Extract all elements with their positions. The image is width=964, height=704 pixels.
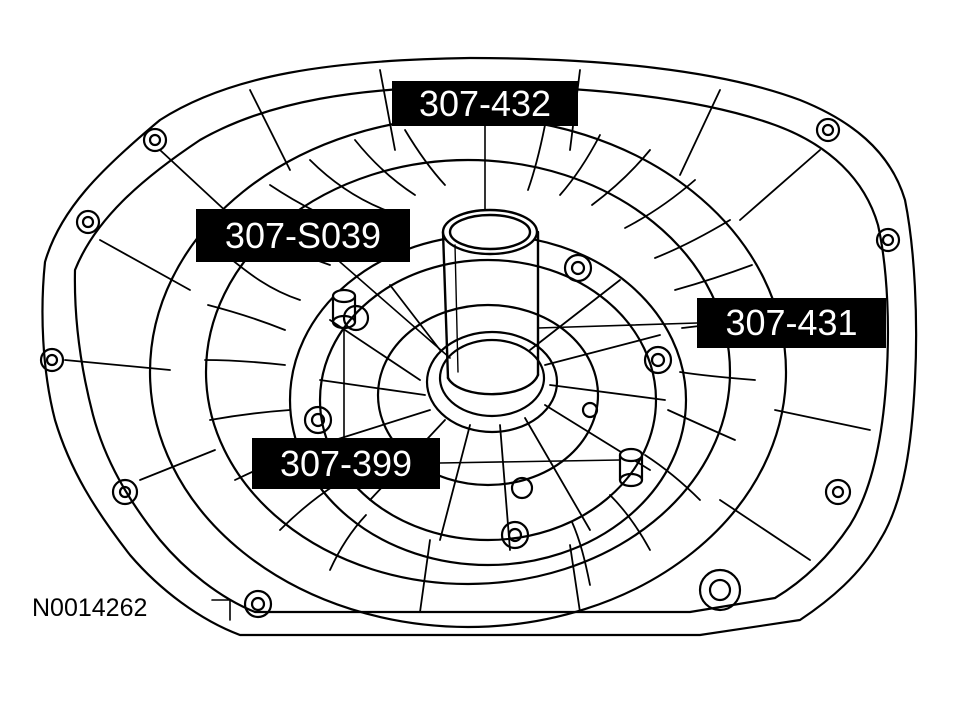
leader-307-399-b: [439, 459, 621, 464]
converter-inner-ring: [204, 158, 732, 586]
callout-307-S039: 307-S039: [196, 209, 410, 262]
callout-307-399: 307-399: [252, 438, 440, 489]
figure-id: N0014262: [32, 594, 148, 622]
center-hub-inner: [438, 338, 546, 418]
callout-307-432: 307-432: [392, 81, 578, 126]
housing-outline: [41, 56, 918, 637]
leader-figure-id: [211, 599, 231, 621]
callout-label: 307-399: [279, 442, 413, 484]
callout-label: 307-S039: [224, 214, 382, 256]
converter-outer-ring: [148, 115, 788, 629]
pump-body-outer: [288, 233, 688, 567]
tool-cylinder: [441, 208, 540, 396]
pump-mid-ring: [376, 303, 600, 487]
pump-bolt-holes: [303, 253, 673, 550]
leader-lines: [211, 125, 698, 621]
housing-flange: [73, 84, 890, 614]
leader-307-S039: [339, 261, 451, 359]
leader-307-431: [537, 322, 698, 329]
flange-bolt-holes: [39, 117, 901, 619]
center-hub-outer: [425, 330, 559, 434]
alignment-pin-right: [618, 447, 644, 488]
converter-vanes: [204, 124, 761, 586]
callout-label: 307-431: [725, 302, 858, 343]
pump-body-inner: [318, 258, 658, 542]
callout-307-431: 307-431: [697, 298, 886, 348]
callout-label: 307-432: [418, 82, 552, 124]
